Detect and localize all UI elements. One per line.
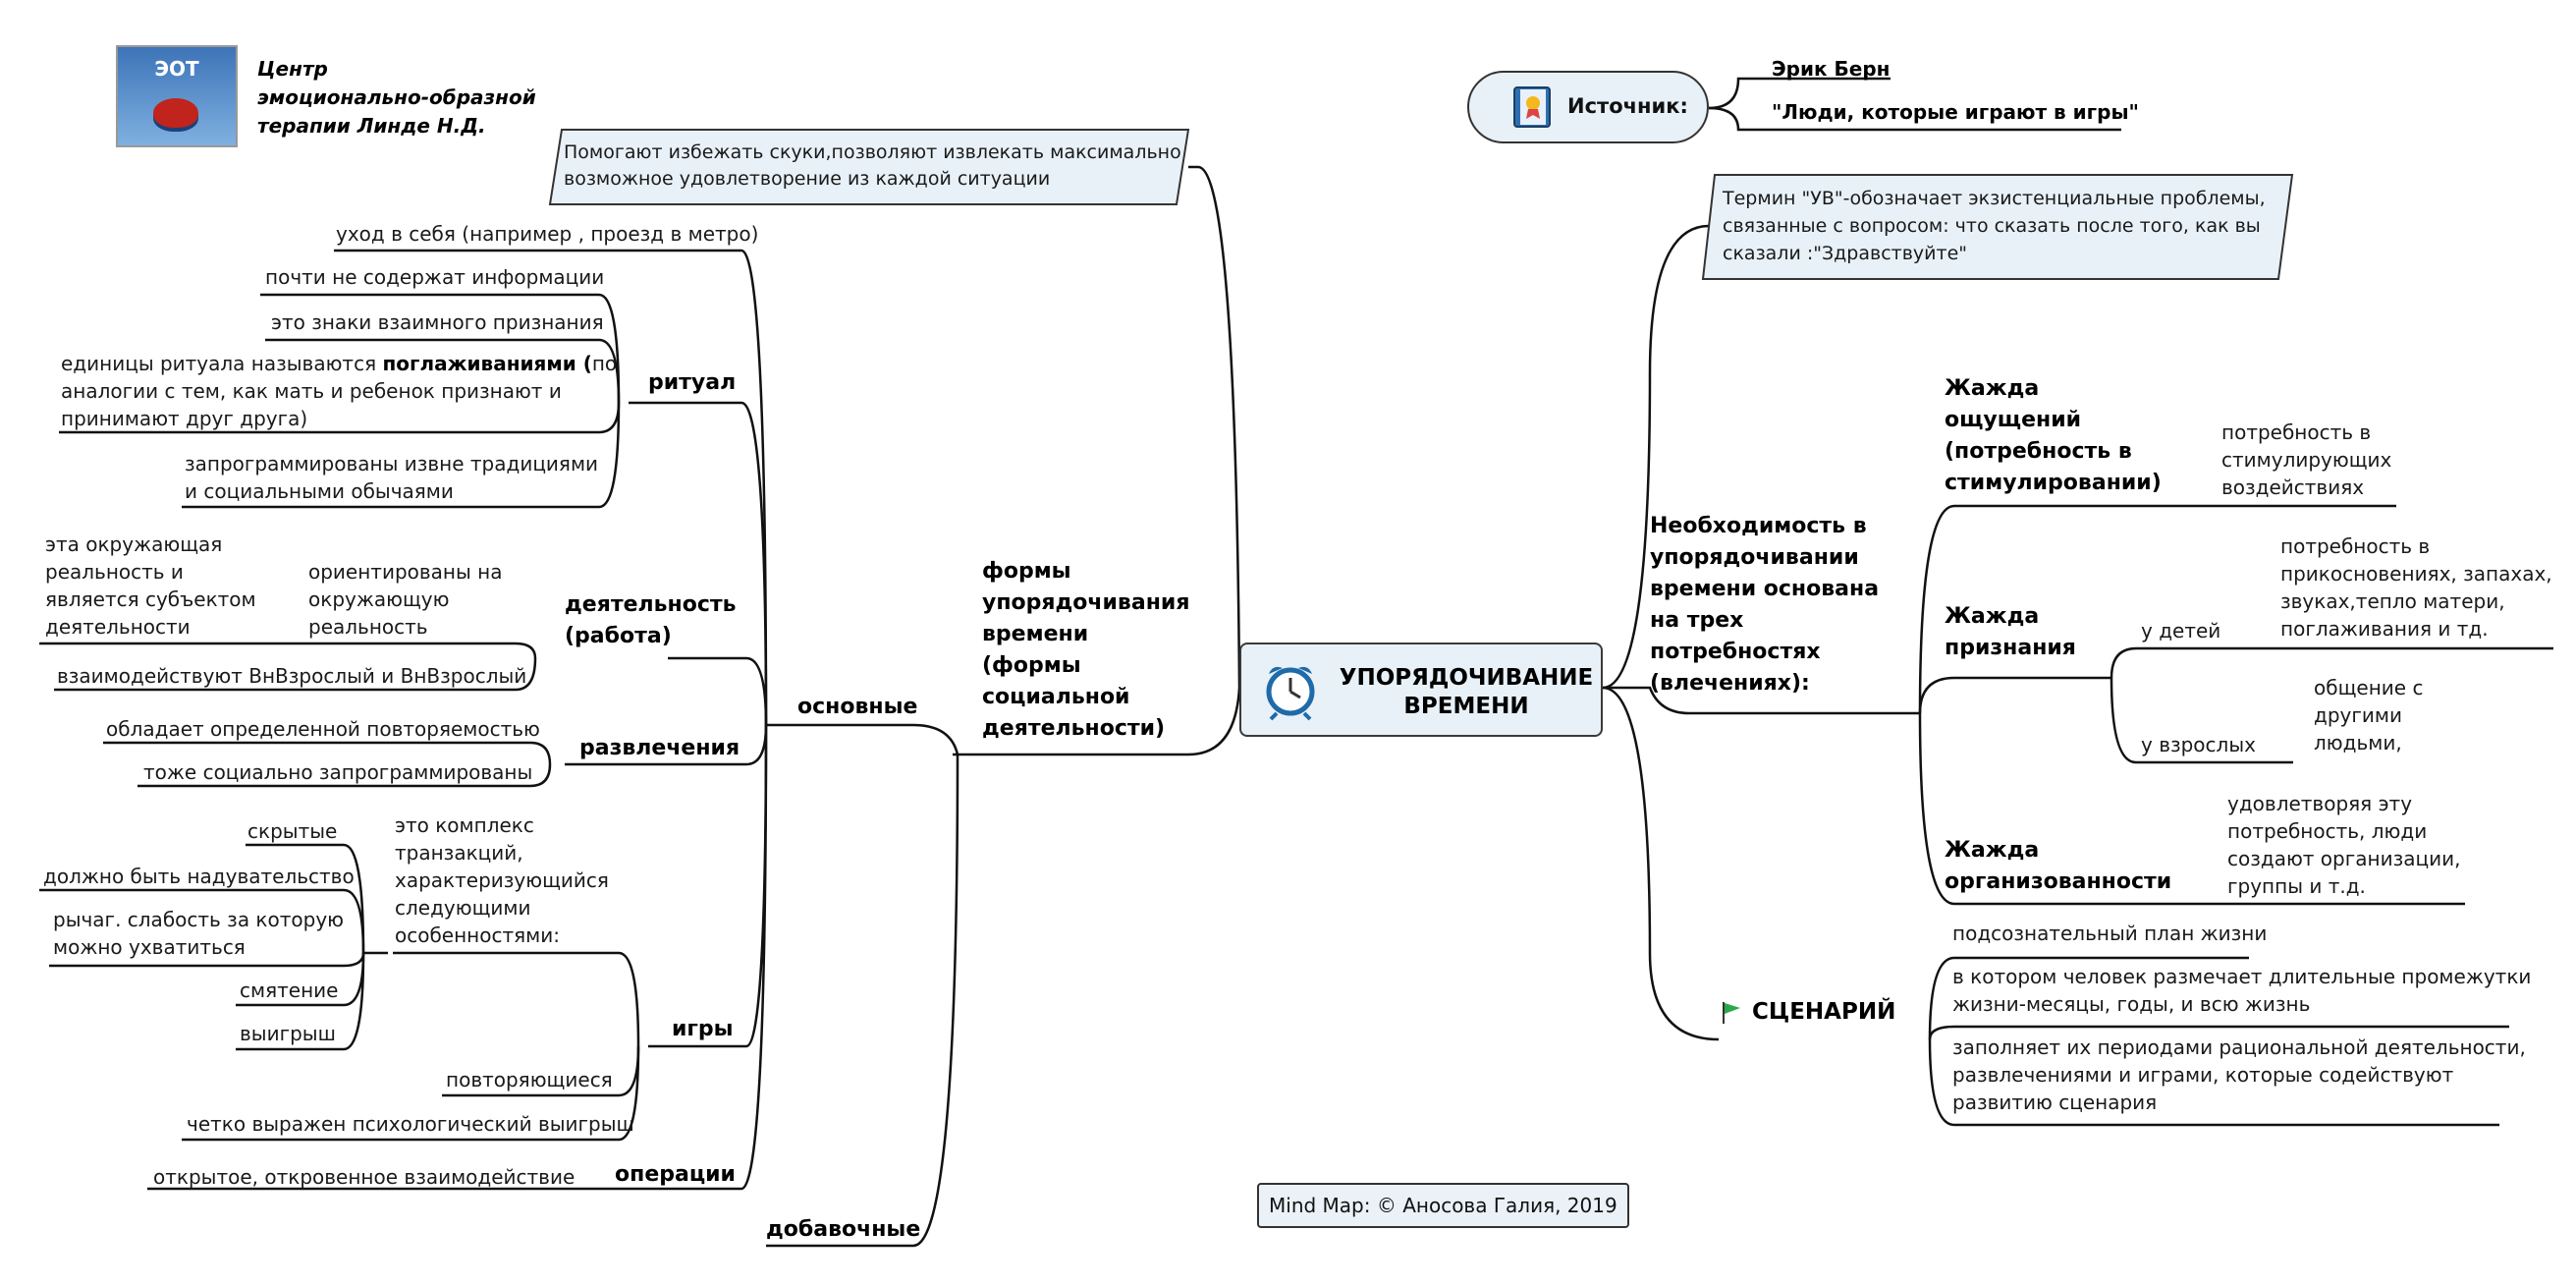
- central-title: УПОРЯДОЧИВАНИЕ ВРЕМЕНИ: [1339, 665, 1594, 719]
- recognition-children: у детей: [2141, 619, 2221, 643]
- green-flag-icon: [1723, 1002, 1740, 1024]
- activity-reality: эта окружающая реальность и является суб…: [45, 532, 256, 639]
- note-frame: [548, 129, 1190, 205]
- games-definition: это комплекс транзакций, характеризующий…: [395, 813, 609, 947]
- games-payoff: четко выражен психологический выигрыш: [187, 1112, 634, 1136]
- games-hidden: скрытые: [247, 819, 338, 843]
- source-label: Источник:: [1567, 94, 1688, 118]
- forms-topic[interactable]: формы упорядочивания времени (формы соци…: [982, 559, 1190, 741]
- ritual-item-programmed: запрограммированы извне традициями и соц…: [185, 452, 599, 503]
- book-award-icon: [1513, 86, 1551, 128]
- central-topic[interactable]: УПОРЯДОЧИВАНИЕ ВРЕМЕНИ: [1239, 643, 1603, 737]
- activity-interact: взаимодействуют ВнВзрослый и ВнВзрослый: [57, 664, 527, 688]
- pastimes-item-programmed: тоже социально запрограммированы: [143, 760, 533, 784]
- logo-title: Центр эмоционально-образной терапии Линд…: [257, 57, 536, 138]
- games-win: выигрыш: [240, 1022, 336, 1045]
- games-deceit: должно быть надувательство: [43, 865, 355, 888]
- logo-heart-icon: [153, 98, 198, 128]
- recognition-adults: у взрослых: [2141, 733, 2256, 756]
- operations-topic[interactable]: операции: [615, 1162, 736, 1187]
- ritual-item-recognition: это знаки взаимного признания: [271, 310, 604, 334]
- scenario-item-periods: в котором человек размечает длительные п…: [1952, 965, 2532, 1016]
- games-topic[interactable]: игры: [672, 1017, 734, 1041]
- osnovnye-topic[interactable]: основные: [797, 695, 918, 719]
- purpose-note-line2: возможное удовлетворение из каждой ситуа…: [564, 168, 1051, 190]
- purpose-note-line1: Помогают избежать скуки,позволяют извлек…: [564, 141, 1181, 163]
- structure-desc: удовлетворяя эту потребность, люди созда…: [2227, 792, 2461, 898]
- structure-hunger-topic[interactable]: Жажда организованности: [1945, 838, 2172, 894]
- ritual-item-strokes: единицы ритуала называются поглаживаниям…: [61, 352, 618, 430]
- source-topic[interactable]: Источник:: [1467, 71, 1709, 143]
- games-lever: рычаг. слабость за которую можно ухватит…: [53, 908, 344, 959]
- withdrawal-item: уход в себя (например , проезд в метро): [336, 222, 759, 246]
- term-note: Термин "УВ"-обозначает экзистенциальные …: [1701, 173, 2294, 281]
- term-line3: сказали :"Здравствуйте": [1723, 243, 1968, 264]
- term-frame: [1701, 174, 2294, 280]
- logo: ЭОТ: [116, 45, 238, 147]
- footer-credit: Mind Map: © Аносова Галия, 2019: [1257, 1183, 1629, 1228]
- pastimes-topic[interactable]: развлечения: [579, 736, 740, 760]
- games-confusion: смятение: [240, 978, 339, 1002]
- ritual-item-no-info: почти не содержат информации: [265, 265, 605, 289]
- games-repeating: повторяющиеся: [446, 1068, 613, 1091]
- scenario-item-plan: подсознательный план жизни: [1952, 922, 2268, 945]
- ritual-topic[interactable]: ритуал: [648, 370, 737, 395]
- recognition-hunger-topic[interactable]: Жажда признания: [1945, 604, 2076, 660]
- source-book: "Люди, которые играют в игры": [1772, 100, 2139, 124]
- alarm-clock-icon: [1266, 666, 1315, 721]
- term-line2: связанные с вопросом: что сказать после …: [1723, 215, 2261, 237]
- activity-oriented: ориентированы на окружающую реальность: [308, 560, 503, 639]
- scenario-label: СЦЕНАРИЙ: [1752, 999, 1896, 1025]
- pastimes-item-repeat: обладает определенной повторяемостью: [106, 717, 540, 741]
- recognition-children-desc: потребность в прикосновениях, запахах, з…: [2280, 534, 2552, 641]
- stimulus-desc: потребность в стимулирующих воздействиях: [2221, 420, 2392, 499]
- operations-item: открытое, откровенное взаимодействие: [153, 1165, 575, 1189]
- logo-badge-text: ЭОТ: [154, 57, 199, 81]
- activity-topic[interactable]: деятельность (работа): [565, 592, 737, 648]
- purpose-note: Помогают избежать скуки,позволяют извлек…: [548, 128, 1190, 206]
- term-line1: Термин "УВ"-обозначает экзистенциальные …: [1723, 188, 2266, 209]
- scenario-item-fill: заполняет их периодами рациональной деят…: [1952, 1035, 2526, 1114]
- dobavochnye-topic[interactable]: добавочные: [766, 1217, 921, 1242]
- source-author: Эрик Берн: [1772, 57, 1891, 81]
- recognition-adults-desc: общение с другими людьми,: [2314, 676, 2424, 755]
- needs-topic[interactable]: Необходимость в упорядочивании времени о…: [1650, 514, 1880, 696]
- stimulus-hunger-topic[interactable]: Жажда ощущений (потребность в стимулиров…: [1945, 376, 2162, 495]
